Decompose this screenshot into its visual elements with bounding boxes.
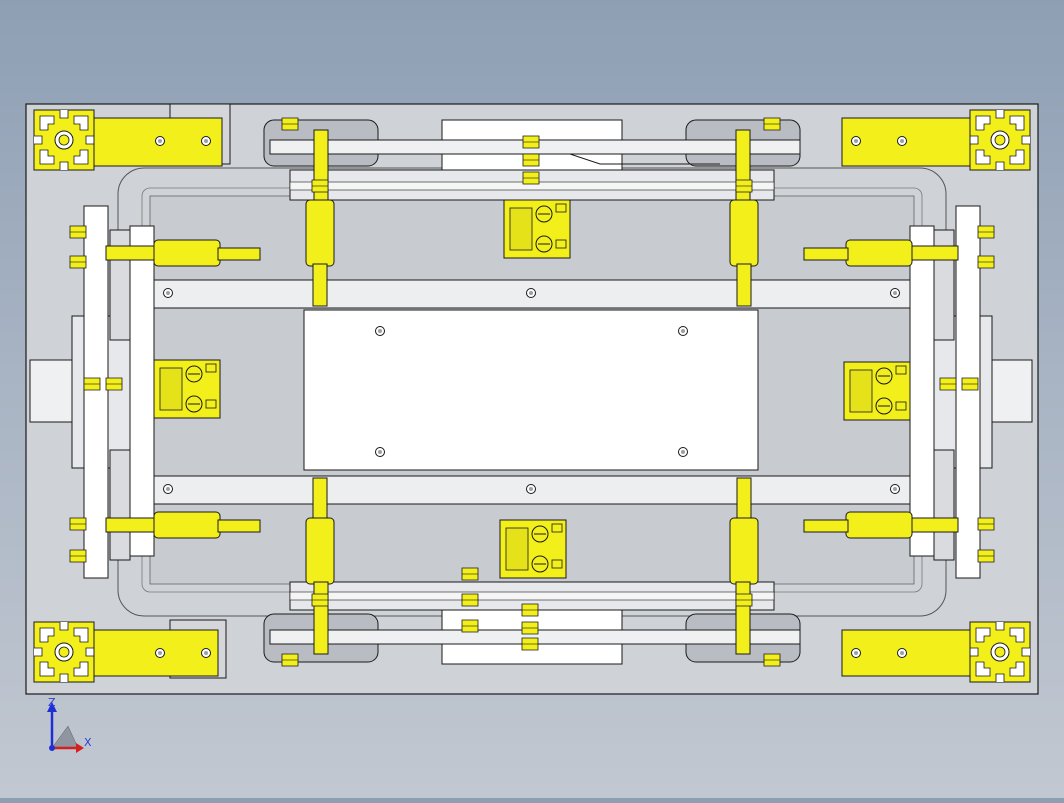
upper-rail [153,279,911,309]
corner-profile-bottom-right [969,621,1031,683]
axis-triad: Z X [38,696,108,760]
right-cylinders [803,225,995,563]
clamp-right [843,361,911,421]
center-plate [303,309,759,471]
bracket-top-right [841,117,971,167]
clamp-top [503,199,571,259]
bottom-mount-block [263,581,801,665]
bracket-top-left [93,103,231,167]
x-axis-label: X [84,736,92,749]
vertical-cylinders [281,117,781,667]
x-arrowhead [76,743,84,753]
z-axis-label: Z [48,696,56,709]
lower-rail [153,475,911,505]
z-arrowhead [47,702,57,712]
left-cylinders [69,225,261,563]
corner-profile-top-left [33,109,95,171]
clamp-left [153,359,221,419]
bracket-bottom-right [841,629,971,677]
corner-profile-top-right [969,109,1031,171]
triad-graphic: Z X [47,696,92,753]
corner-profile-bottom-left [33,621,95,683]
clamp-bottom [499,519,567,579]
bracket-bottom-left [93,619,227,679]
